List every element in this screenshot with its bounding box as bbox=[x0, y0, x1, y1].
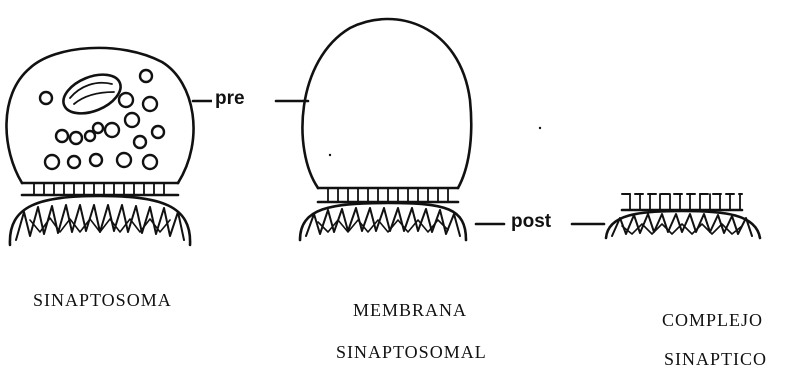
synaptosome-figure bbox=[6, 48, 193, 245]
caption-sinaptosomal: SINAPTOSOMAL bbox=[336, 342, 487, 363]
pre-label: pre bbox=[212, 88, 248, 110]
mitochondrion-cristae bbox=[70, 83, 114, 104]
caption-complejo: COMPLEJO bbox=[662, 310, 763, 331]
caption-sinaptico: SINAPTICO bbox=[664, 349, 767, 370]
speck bbox=[329, 154, 331, 156]
synaptic-cleft-bars bbox=[34, 183, 164, 195]
synaptosomal-membrane-figure bbox=[300, 19, 471, 240]
postsynaptic-arc bbox=[10, 196, 190, 245]
synaptic-complex-figure bbox=[606, 194, 760, 238]
post-label: post bbox=[508, 211, 554, 233]
synaptic-cleft-bars bbox=[630, 194, 740, 210]
caption-membrana: MEMBRANA bbox=[353, 300, 467, 321]
speck bbox=[539, 127, 541, 129]
synaptic-vesicles bbox=[40, 70, 164, 169]
caption-sinaptosoma: SINAPTOSOMA bbox=[33, 290, 172, 311]
empty-presynaptic-bag bbox=[302, 19, 471, 188]
synaptic-cleft-bars bbox=[328, 188, 448, 202]
postsynaptic-fringe bbox=[16, 205, 184, 240]
